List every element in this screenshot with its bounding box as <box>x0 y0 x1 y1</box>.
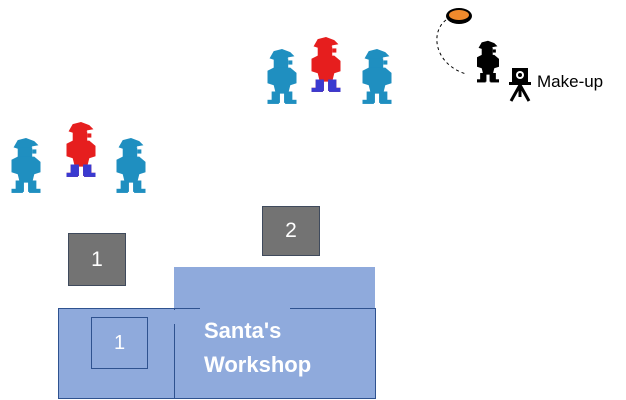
station-box-1: 1 <box>68 233 126 286</box>
workshop-inner-label: 1 <box>113 331 126 354</box>
workshop-upper-block <box>174 267 375 309</box>
flying-disc-icon <box>436 8 472 75</box>
elf-figure <box>11 138 41 193</box>
elf-figure-black <box>477 40 499 83</box>
workshop-joint <box>172 309 180 324</box>
elf-figure-red <box>66 122 96 177</box>
workshop-inner-box: 1 <box>91 317 148 369</box>
workshop-left-wing <box>58 308 178 399</box>
elf-figure <box>267 49 297 104</box>
station-box-2: 2 <box>262 206 320 256</box>
camera-tripod-icon <box>509 68 531 102</box>
elf-figure <box>116 138 146 193</box>
workshop-top-gap <box>200 306 290 310</box>
workshop-title-line2: Workshop <box>204 352 312 377</box>
elf-figure-red <box>311 37 341 92</box>
makeup-label: Make-up <box>537 72 604 91</box>
workshop-right-wing <box>174 308 376 399</box>
station-box-label: 2 <box>285 219 297 242</box>
elf-figure <box>362 49 392 104</box>
station-box-label: 1 <box>91 247 103 271</box>
workshop-title-line1: Santa's <box>204 318 282 343</box>
